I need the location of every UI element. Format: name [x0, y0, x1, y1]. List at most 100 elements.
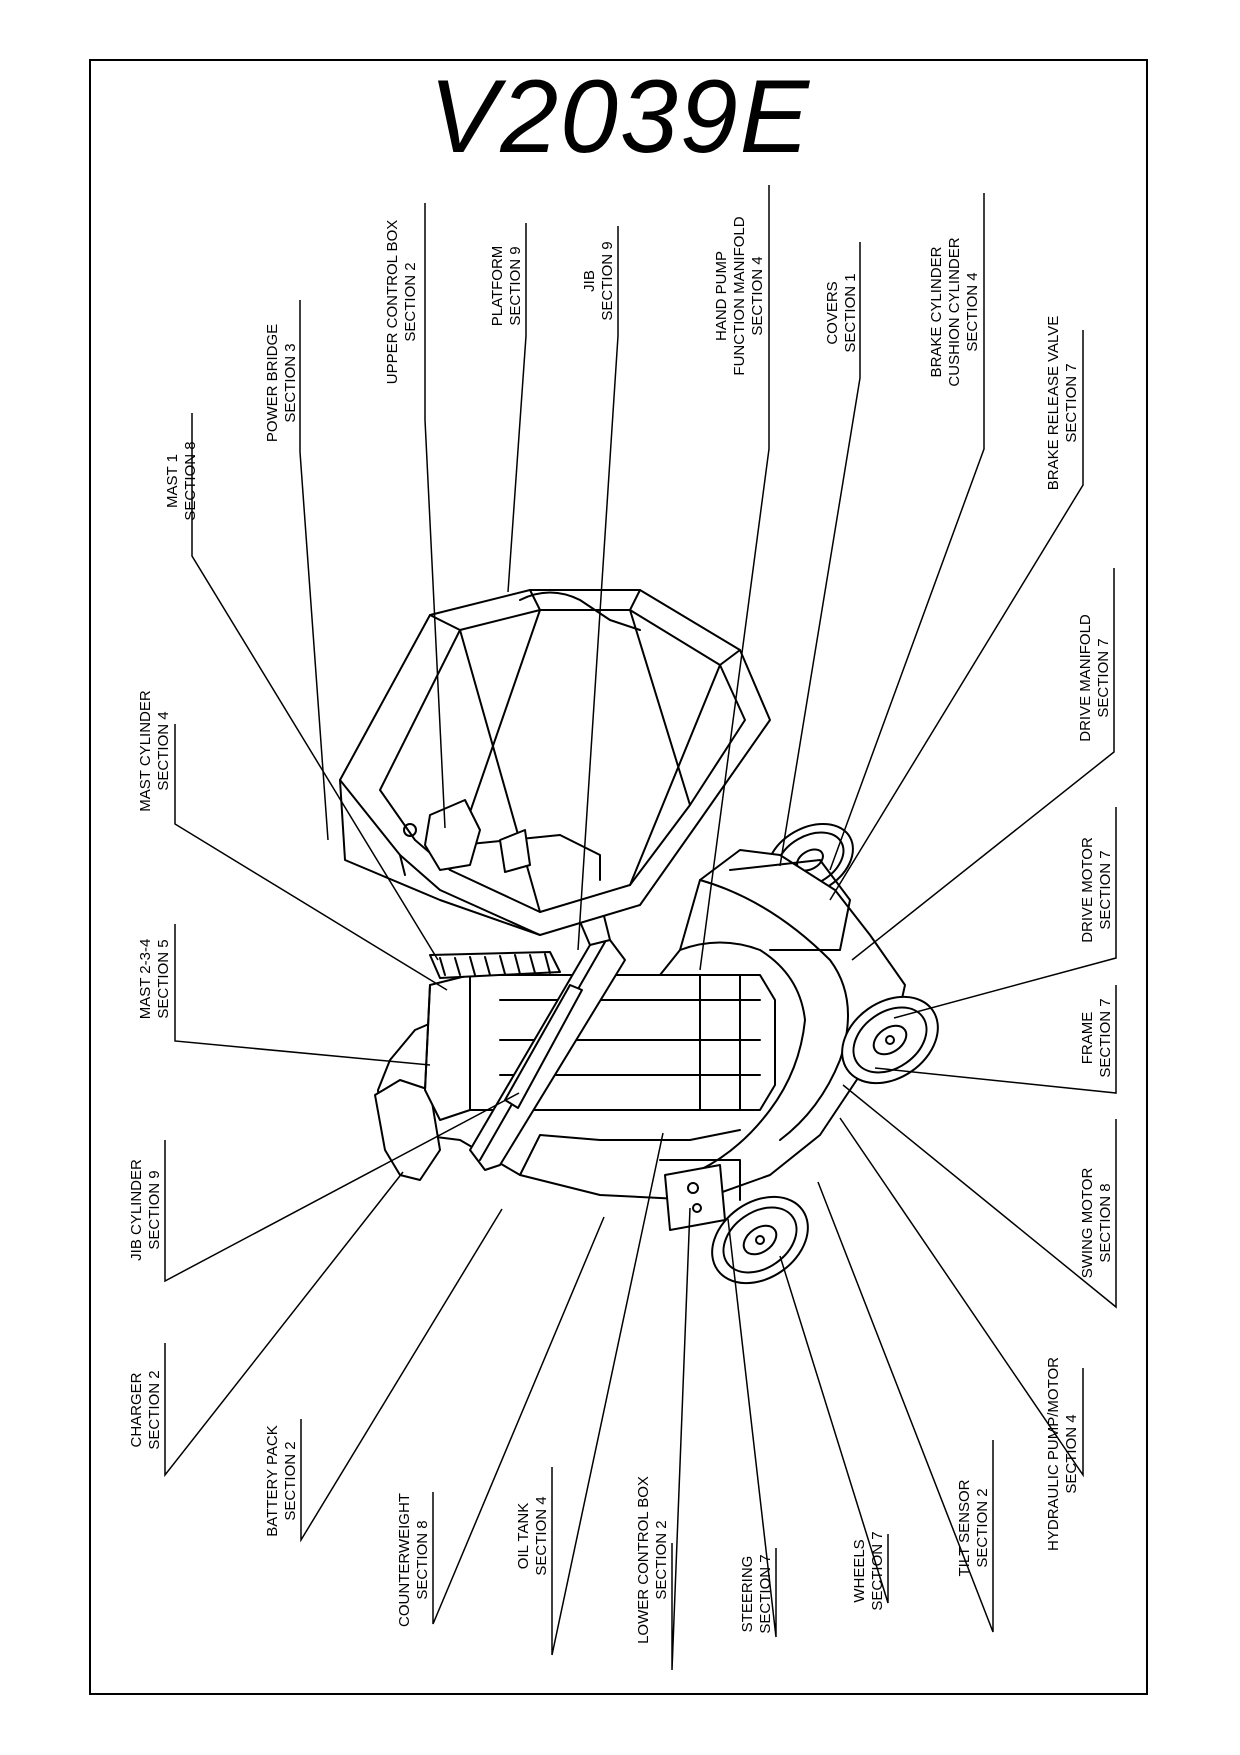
- callout-swing-motor: SWING MOTOR SECTION 8: [1079, 1168, 1114, 1279]
- svg-text:SECTION 2: SECTION 2: [402, 262, 419, 341]
- callout-mast-cylinder: MAST CYLINDER SECTION 4: [137, 690, 172, 812]
- leader-lower-control-box: [671, 1207, 691, 1671]
- svg-text:CHARGER: CHARGER: [128, 1372, 145, 1447]
- leader-power-bridge: [299, 300, 329, 841]
- svg-text:SECTION 8: SECTION 8: [1097, 1183, 1114, 1262]
- callout-jib-cylinder: JIB CYLINDER SECTION 9: [128, 1159, 163, 1261]
- leader-mast-cylinder: [174, 724, 448, 991]
- svg-text:BRAKE RELEASE VALVE: BRAKE RELEASE VALVE: [1045, 316, 1062, 491]
- callout-counterweight: COUNTERWEIGHT SECTION 8: [396, 1493, 431, 1627]
- svg-text:COVERS: COVERS: [824, 281, 841, 344]
- svg-text:SECTION 2: SECTION 2: [974, 1488, 991, 1567]
- leader-swing-motor: [842, 1084, 1117, 1309]
- svg-text:DRIVE MANIFOLD: DRIVE MANIFOLD: [1077, 614, 1094, 742]
- callout-mast-2-3-4: MAST 2-3-4 SECTION 5: [137, 939, 172, 1020]
- svg-text:SECTION 5: SECTION 5: [155, 939, 172, 1018]
- svg-text:SECTION 2: SECTION 2: [653, 1520, 670, 1599]
- callout-covers: COVERS SECTION 1: [824, 273, 859, 352]
- svg-text:COUNTERWEIGHT: COUNTERWEIGHT: [396, 1493, 413, 1627]
- svg-text:FUNCTION MANIFOLD: FUNCTION MANIFOLD: [731, 216, 748, 375]
- leader-hand-pump: [699, 185, 770, 971]
- leader-drive-manifold: [851, 568, 1115, 961]
- leader-counterweight: [432, 1216, 605, 1625]
- leader-upper-control-box: [424, 203, 446, 829]
- callout-mast-1: MAST 1 SECTION 8: [164, 441, 199, 520]
- svg-text:POWER BRIDGE: POWER BRIDGE: [264, 324, 281, 442]
- svg-text:SECTION 7: SECTION 7: [757, 1554, 774, 1633]
- callout-brake-release-valve: BRAKE RELEASE VALVE SECTION 7: [1045, 316, 1080, 491]
- leader-covers: [779, 242, 861, 867]
- callout-hand-pump: HAND PUMP FUNCTION MANIFOLD SECTION 4: [713, 216, 766, 375]
- leader-mast-1: [191, 413, 439, 961]
- svg-text:SECTION 4: SECTION 4: [155, 711, 172, 790]
- leader-lines: [164, 185, 1117, 1671]
- callout-labels: MAST 1 SECTION 8 POWER BRIDGE SECTION 3 …: [128, 216, 1114, 1644]
- wheel-front-right: [841, 995, 939, 1085]
- callout-brake-cylinder: BRAKE CYLINDER CUSHION CYLINDER SECTION …: [928, 237, 981, 386]
- leader-jib: [577, 226, 619, 951]
- leader-battery-pack: [300, 1208, 503, 1543]
- svg-text:SECTION 7: SECTION 7: [869, 1531, 886, 1610]
- svg-text:JIB: JIB: [581, 270, 598, 292]
- svg-text:SECTION 7: SECTION 7: [1095, 638, 1112, 717]
- svg-text:SECTION 2: SECTION 2: [282, 1441, 299, 1520]
- callout-drive-manifold: DRIVE MANIFOLD SECTION 7: [1077, 614, 1112, 742]
- svg-text:MAST 2-3-4: MAST 2-3-4: [137, 939, 154, 1020]
- leader-oil-tank: [551, 1132, 664, 1656]
- callout-platform: PLATFORM SECTION 9: [489, 246, 524, 327]
- svg-text:SECTION 4: SECTION 4: [964, 272, 981, 351]
- callout-hydraulic-pump-motor: HYDRAULIC PUMP/MOTOR SECTION 4: [1045, 1357, 1080, 1551]
- wheel-front-left: [711, 1195, 809, 1285]
- svg-text:SECTION 3: SECTION 3: [282, 343, 299, 422]
- leader-hydraulic-pump-motor: [839, 1117, 1084, 1478]
- leader-brake-cylinder: [829, 193, 985, 871]
- svg-text:SECTION 7: SECTION 7: [1063, 363, 1080, 442]
- svg-text:SECTION 8: SECTION 8: [414, 1520, 431, 1599]
- svg-text:SECTION 4: SECTION 4: [1063, 1414, 1080, 1493]
- callout-upper-control-box: UPPER CONTROL BOX SECTION 2: [384, 220, 419, 384]
- lower-control-box-shape: [664, 1164, 726, 1231]
- callout-charger: CHARGER SECTION 2: [128, 1370, 163, 1449]
- callout-frame: FRAME SECTION 7: [1079, 998, 1114, 1077]
- svg-text:SECTION 1: SECTION 1: [842, 273, 859, 352]
- model-title: V2039E: [428, 59, 812, 175]
- callout-steering: STEERING SECTION 7: [739, 1554, 774, 1633]
- svg-text:TILT SENSOR: TILT SENSOR: [956, 1479, 973, 1576]
- leader-brake-release-valve: [829, 330, 1084, 901]
- leader-drive-motor: [893, 807, 1117, 1019]
- callout-power-bridge: POWER BRIDGE SECTION 3: [264, 324, 299, 442]
- svg-text:FRAME: FRAME: [1079, 1012, 1096, 1065]
- callout-jib: JIB SECTION 9: [581, 241, 616, 320]
- svg-text:UPPER CONTROL BOX: UPPER CONTROL BOX: [384, 220, 401, 384]
- svg-text:SECTION 7: SECTION 7: [1097, 998, 1114, 1077]
- svg-text:HAND PUMP: HAND PUMP: [713, 251, 730, 341]
- callout-oil-tank: OIL TANK SECTION 4: [515, 1496, 550, 1575]
- leader-jib-cylinder: [164, 1092, 520, 1283]
- svg-text:SECTION 4: SECTION 4: [749, 256, 766, 335]
- svg-text:DRIVE MOTOR: DRIVE MOTOR: [1079, 837, 1096, 943]
- svg-text:PLATFORM: PLATFORM: [489, 246, 506, 327]
- svg-text:SECTION 9: SECTION 9: [146, 1170, 163, 1249]
- leader-wheels: [779, 1255, 889, 1604]
- svg-text:HYDRAULIC PUMP/MOTOR: HYDRAULIC PUMP/MOTOR: [1045, 1357, 1062, 1551]
- upper-control-box-shape: [424, 799, 481, 871]
- leader-charger: [164, 1171, 404, 1478]
- svg-text:CUSHION CYLINDER: CUSHION CYLINDER: [946, 237, 963, 386]
- svg-text:OIL TANK: OIL TANK: [515, 1503, 532, 1569]
- svg-text:WHEELS: WHEELS: [851, 1539, 868, 1602]
- callout-drive-motor: DRIVE MOTOR SECTION 7: [1079, 837, 1114, 943]
- power-bridge: [429, 951, 561, 979]
- machine-illustration: [339, 589, 939, 1285]
- svg-text:SECTION 4: SECTION 4: [533, 1496, 550, 1575]
- svg-text:BATTERY PACK: BATTERY PACK: [264, 1425, 281, 1536]
- svg-text:JIB CYLINDER: JIB CYLINDER: [128, 1159, 145, 1261]
- callout-battery-pack: BATTERY PACK SECTION 2: [264, 1425, 299, 1536]
- svg-text:MAST 1: MAST 1: [164, 454, 181, 508]
- svg-text:MAST CYLINDER: MAST CYLINDER: [137, 690, 154, 812]
- callout-tilt-sensor: TILT SENSOR SECTION 2: [956, 1479, 991, 1576]
- svg-text:BRAKE CYLINDER: BRAKE CYLINDER: [928, 246, 945, 377]
- jib-cylinder-body: [504, 984, 583, 1109]
- leader-mast-2-3-4: [174, 924, 431, 1066]
- diagram-border: [89, 59, 1148, 1695]
